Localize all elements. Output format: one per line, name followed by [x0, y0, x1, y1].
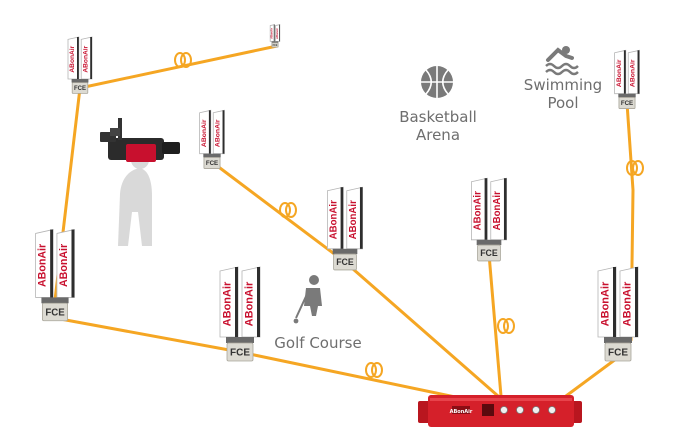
antenna-brand-text: ABonAir: [616, 59, 623, 87]
fce-label: FCE: [336, 257, 354, 267]
antenna-brand-text: ABonAir: [599, 281, 611, 326]
fce-label: FCE: [206, 160, 218, 167]
antenna-brand-text: ABonAir: [37, 244, 49, 287]
fce-label: FCE: [621, 100, 633, 107]
fiber-links: [53, 44, 635, 400]
fce-label: FCE: [608, 348, 628, 359]
fce-label: FCE: [230, 348, 250, 359]
antenna-brand-text: ABonAir: [473, 191, 484, 230]
antenna-brand-text: ABonAir: [58, 244, 70, 287]
antenna-brand-text: ABonAir: [275, 28, 279, 39]
antenna-brand-text: ABonAir: [348, 200, 359, 239]
venue-label-golf: Golf Course: [274, 334, 362, 352]
fiber-link-7: [487, 252, 503, 398]
fiber-link-6: [343, 260, 500, 398]
antenna-brand-text: ABonAir: [270, 28, 274, 39]
venue-label-swimming: Swimming Pool: [523, 76, 603, 112]
antenna-brand-text: ABonAir: [221, 281, 233, 326]
fce-label: FCE: [74, 86, 86, 92]
swimmer-icon: [545, 46, 579, 76]
antenna-brand-text: ABonAir: [69, 45, 76, 72]
basketball-icon: [421, 66, 453, 98]
fiber-coil-icon: [626, 160, 644, 176]
antenna-brand-text: ABonAir: [215, 119, 222, 147]
golfer-icon: [293, 275, 322, 324]
fiber-coil-icon: [497, 318, 515, 334]
fiber-coils: [174, 52, 644, 378]
fce-label: FCE: [273, 44, 278, 47]
fiber-link-5: [210, 160, 347, 264]
fce-label: FCE: [480, 248, 498, 258]
camera-operator-icon: [100, 118, 180, 246]
fiber-coil-icon: [365, 362, 383, 378]
venue-label-basketball: Basketball Arena: [399, 108, 477, 144]
fce-label: FCE: [45, 307, 65, 318]
antenna-brand-text: ABonAir: [621, 281, 633, 326]
fiber-coil-icon: [174, 52, 192, 68]
fiber-link-4: [238, 350, 462, 400]
device-badge: ABonAir: [450, 409, 473, 415]
antenna-brand-text: ABonAir: [630, 59, 637, 87]
antenna-brand-text: ABonAir: [492, 191, 503, 230]
antenna-brand-text: ABonAir: [329, 200, 340, 239]
antenna-brand-text: ABonAir: [201, 119, 208, 147]
antenna-brand-text: ABonAir: [243, 281, 255, 326]
antenna-brand-text: ABonAir: [82, 45, 89, 72]
receiver-unit: ABonAir: [418, 395, 582, 427]
fiber-link-9: [564, 354, 622, 398]
fiber-link-3: [53, 316, 242, 354]
fiber-coil-icon: [279, 202, 297, 218]
